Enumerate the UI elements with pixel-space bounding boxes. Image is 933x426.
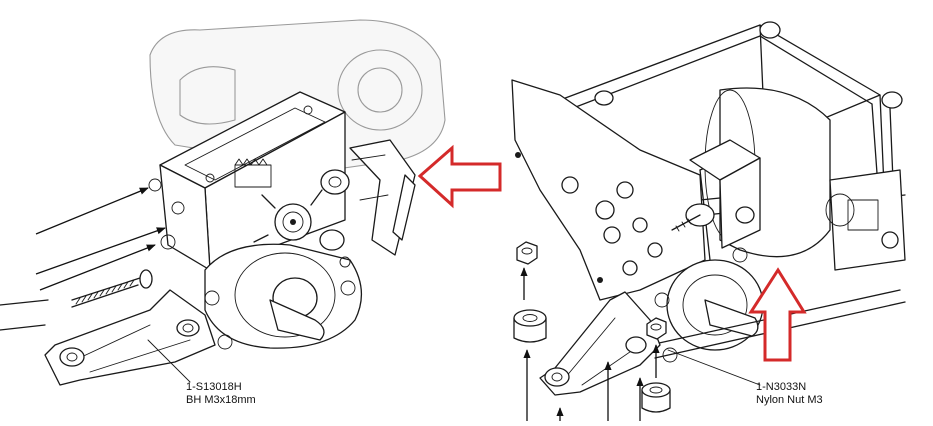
nylon-nut-m3-installed xyxy=(646,317,667,340)
spacer-right xyxy=(641,382,671,413)
gear-housing-right xyxy=(671,139,761,249)
right-assembly-view xyxy=(511,21,906,421)
transmission-case-right xyxy=(654,247,764,363)
left-assembly-view xyxy=(0,19,446,386)
drive-shaft-left xyxy=(0,299,49,331)
callout-leader-left xyxy=(147,339,191,383)
suspension-mount-arm-right xyxy=(539,291,661,396)
assembly-direction-arrows xyxy=(35,187,166,291)
red-arrow-up-icon xyxy=(748,267,807,362)
callout-part-number: 1-N3033N xyxy=(756,381,807,393)
mount-bracket xyxy=(349,139,416,256)
red-arrow-left-icon xyxy=(417,144,502,209)
chassis-side-plate xyxy=(511,79,706,301)
suspension-mount-arm xyxy=(44,289,216,386)
callout-part-number: 1-S13018H xyxy=(186,381,242,393)
motor-pinion xyxy=(253,169,350,251)
esc-unit xyxy=(825,169,906,271)
callout-screw-bh-m3x18: 1-S13018H BH M3x18mm xyxy=(186,381,256,407)
nylon-nut-m3-top xyxy=(516,241,538,265)
assembly-direction-arrows-right xyxy=(520,267,660,421)
spacer-left xyxy=(513,309,547,343)
callout-description: Nylon Nut M3 xyxy=(756,394,823,406)
callout-description: BH M3x18mm xyxy=(186,394,256,406)
transmission-case xyxy=(204,243,363,350)
screw-bh-m3x18 xyxy=(71,269,153,308)
callout-nylon-nut-m3: 1-N3033N Nylon Nut M3 xyxy=(756,381,823,407)
callout-leader-right xyxy=(667,349,761,386)
gear-housing xyxy=(148,91,346,271)
